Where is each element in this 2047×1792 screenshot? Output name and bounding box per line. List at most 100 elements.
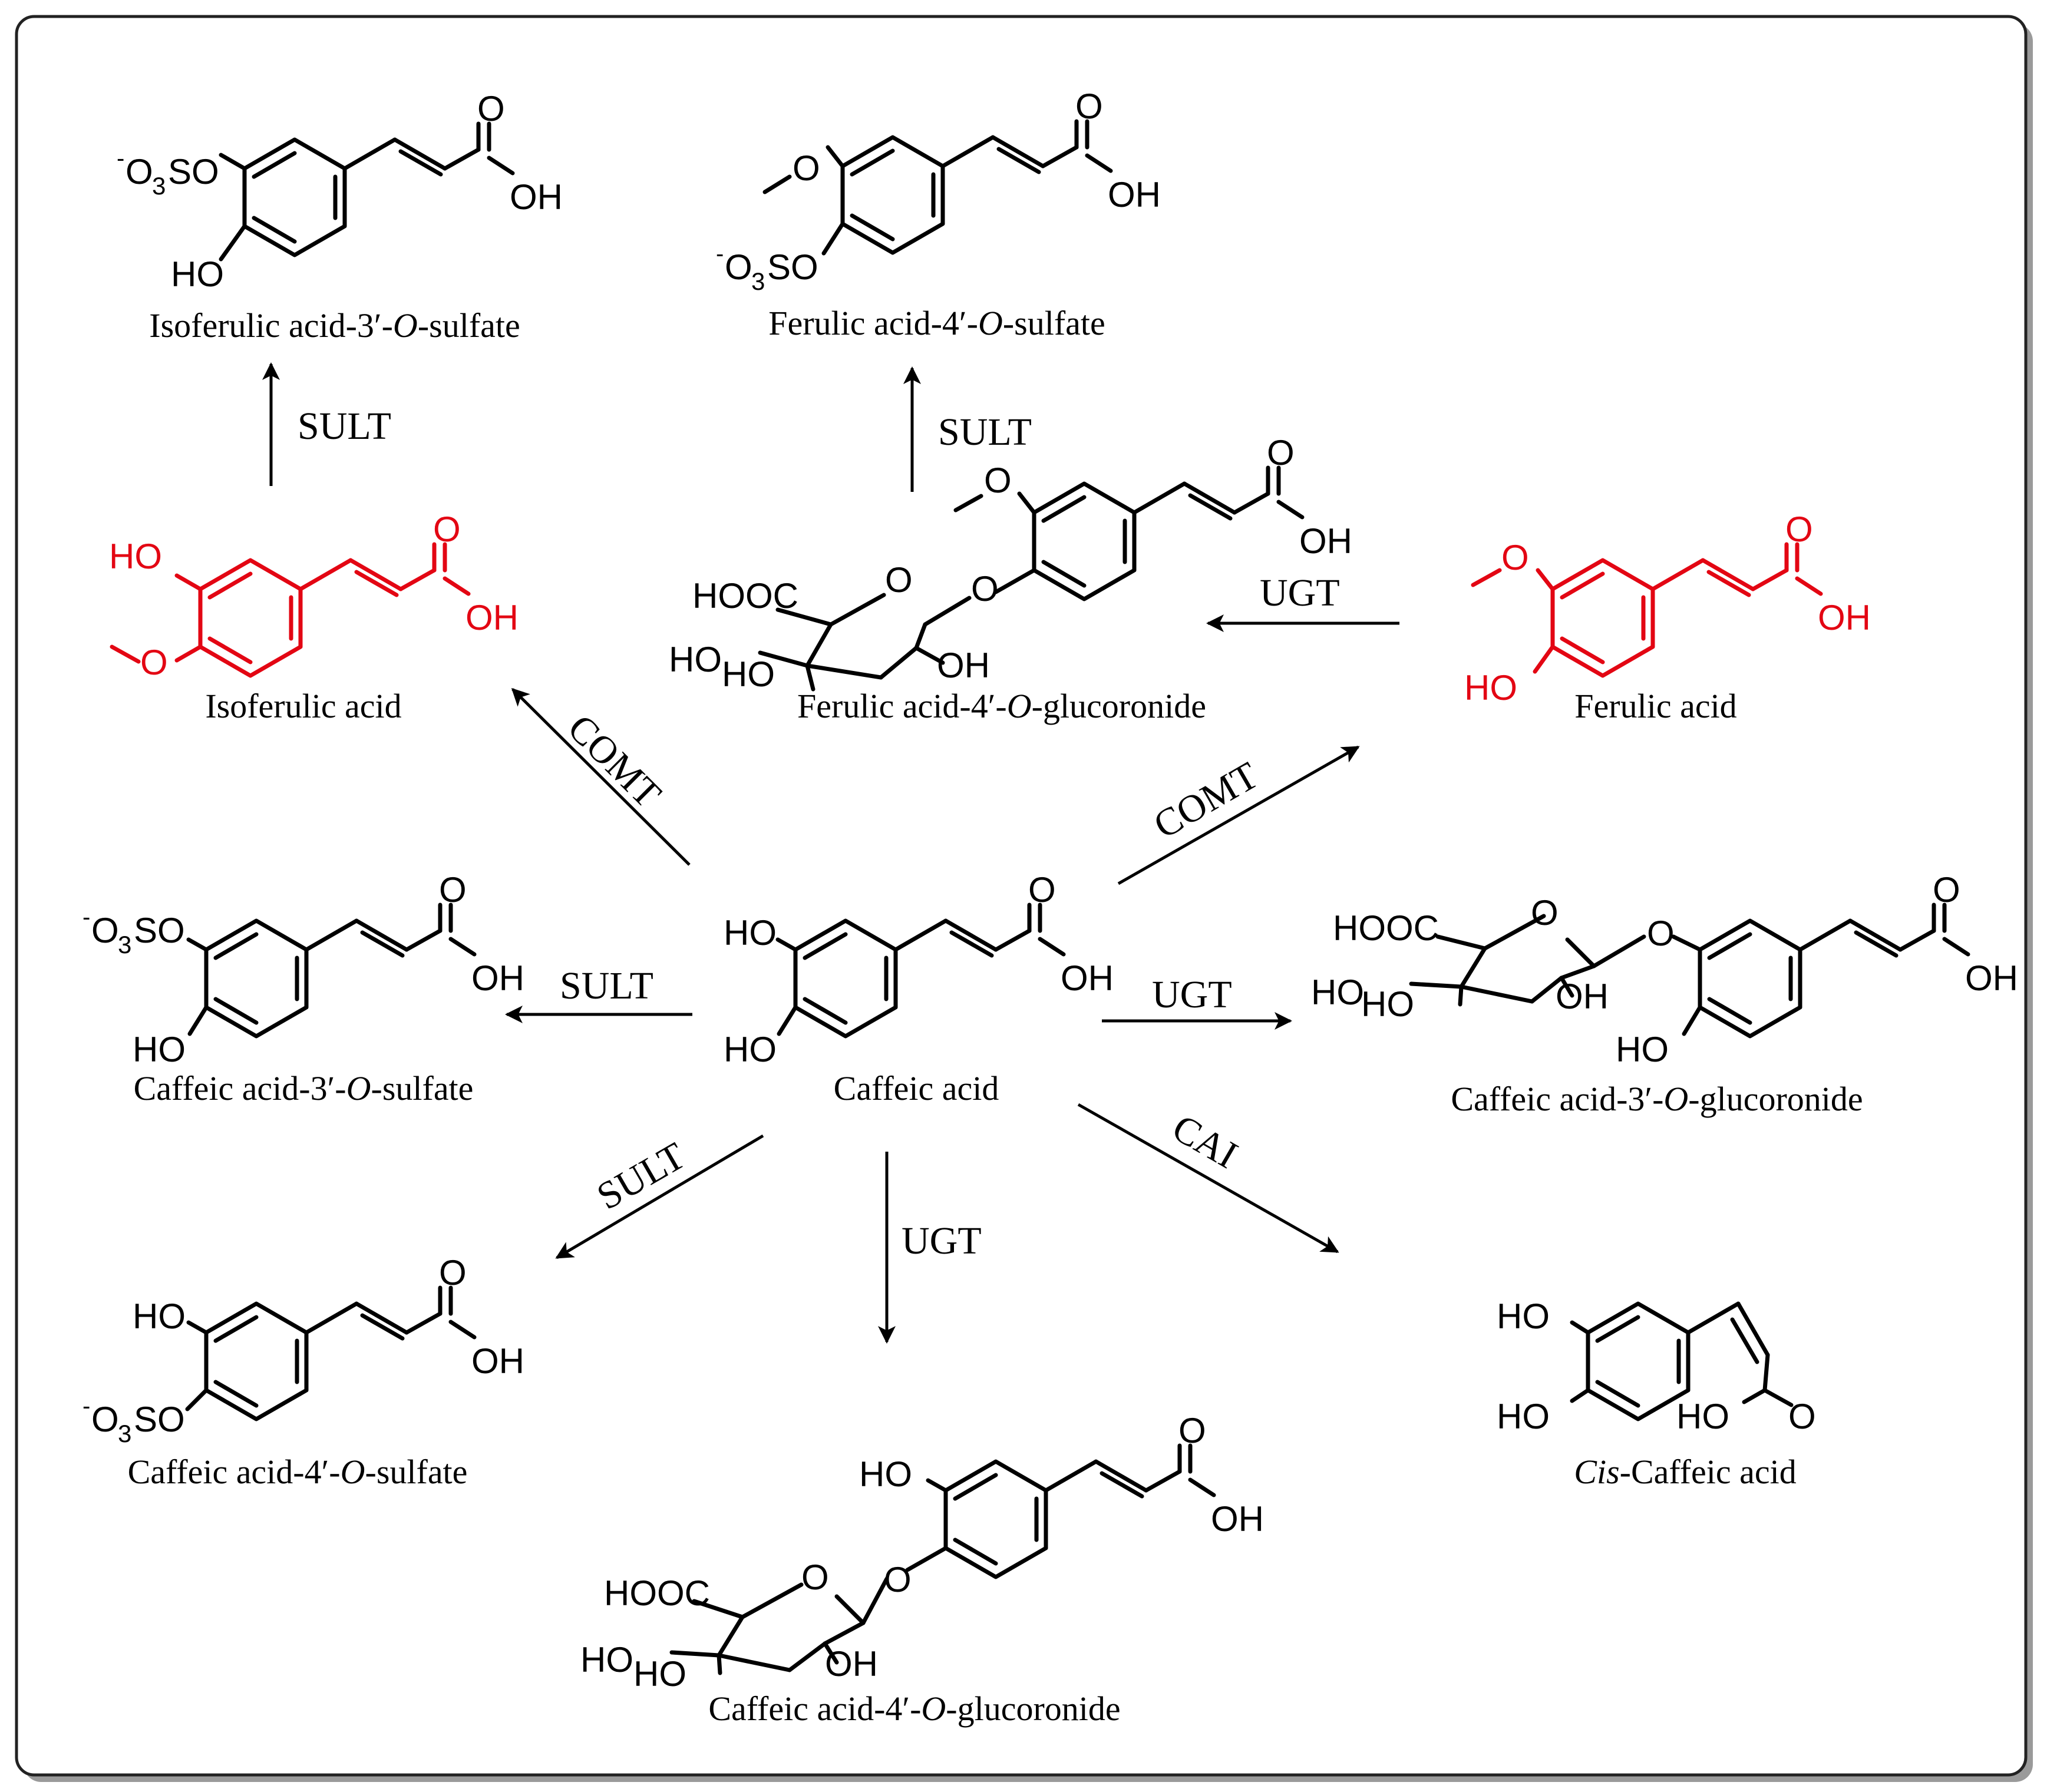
oxo-label: O: [439, 870, 467, 910]
oxo-label: O: [477, 89, 505, 128]
acid-ho-label: HO: [1676, 1397, 1729, 1436]
methoxy-o-label: O: [1501, 538, 1529, 577]
compound-ferulic-acid-4-o-glucuronide: O OH O O O HOOC HO HO OH Ferulic acid-4′…: [669, 433, 1352, 725]
compound-name: Isoferulic acid-3′-O-sulfate: [149, 306, 520, 345]
glycosidic-o-label: O: [971, 569, 999, 609]
compound-caffeic-acid-3-o-sulfate: O OH HO - O 3 SO Caffeic acid-3′-O-sulfa…: [82, 870, 524, 1107]
ho-label: HO: [109, 537, 162, 576]
methoxy-o-label: O: [984, 461, 1012, 500]
compound-name: Isoferulic acid: [205, 687, 401, 725]
hooc-label: HOOC: [692, 576, 798, 616]
o3so-so: SO: [168, 152, 219, 191]
oh-label: OH: [510, 177, 563, 217]
compound-name: Caffeic acid: [834, 1069, 999, 1107]
oxo-label: O: [1075, 87, 1103, 126]
ho-label-2: HO: [1497, 1397, 1550, 1436]
hooc-label: HOOC: [604, 1573, 710, 1613]
reaction-arrows: [262, 362, 1399, 1344]
frame: [15, 15, 2028, 1777]
enzyme-ugt-ferulic: UGT: [1260, 571, 1340, 614]
compound-name: Caffeic acid-4′-O-glucoronide: [708, 1689, 1120, 1728]
oxo-label: O: [1267, 433, 1295, 472]
compound-ferulic-acid: O OH O HO Ferulic acid: [1464, 510, 1871, 725]
o3so-group: - O 3 SO: [82, 904, 185, 958]
o3so-o: O: [725, 247, 752, 287]
oxo-label: O: [439, 1253, 467, 1292]
oxo-label: O: [1028, 870, 1056, 910]
oh-label: OH: [471, 958, 524, 998]
compound-name: Caffeic acid-4′-O-sulfate: [128, 1453, 468, 1491]
sugar-oh-label: OH: [825, 1644, 878, 1684]
compound-ferulic-acid-4-o-sulfate: O OH O - O 3 SO Ferulic acid-4′-O-sulfat…: [716, 87, 1161, 342]
compound-isoferulic-acid-3-o-sulfate: O OH HO - O 3 SO Isoferulic acid-3′-O-su…: [117, 89, 563, 345]
oh-label: OH: [1211, 1499, 1264, 1539]
compound-caffeic-acid: O OH HO HO Caffeic acid: [724, 870, 1114, 1107]
oh-label: OH: [1061, 958, 1114, 998]
ho-label-2: HO: [724, 1030, 777, 1069]
oxo-label: O: [1788, 1397, 1816, 1436]
o3so-subscript: 3: [118, 1420, 131, 1447]
glycosidic-o-label: O: [884, 1560, 912, 1599]
ring-o-label: O: [885, 560, 913, 600]
oh-label: OH: [1108, 175, 1161, 214]
enzyme-sult-caffeic-3: SULT: [560, 964, 653, 1007]
ho-label-1: HO: [1497, 1297, 1550, 1336]
glycosidic-o-label: O: [1647, 914, 1675, 953]
o3so-subscript: 3: [751, 267, 765, 295]
o3so-so: SO: [134, 911, 185, 950]
arrow-caffeic-to-ferulic: [1117, 745, 1360, 885]
compound-name: Ferulic acid-4′-O-glucoronide: [797, 687, 1206, 725]
ho-label-1: HO: [580, 1640, 633, 1679]
o3so-o: O: [126, 152, 153, 191]
ho-label-1: HO: [669, 640, 722, 679]
compound-caffeic-acid-3-o-glucuronide: O OH O O HOOC HO HO OH HO Caffeic acid-3…: [1311, 870, 2018, 1118]
ho-label: HO: [133, 1030, 186, 1069]
o3so-group: - O 3 SO: [82, 1393, 185, 1447]
o3so-o: O: [91, 911, 119, 950]
arrow-caffeic-to-4-sulfate: [555, 1134, 764, 1259]
ho-label: HO: [1464, 668, 1517, 707]
charge-sign: -: [82, 904, 90, 930]
o3so-group: - O 3 SO: [117, 146, 219, 200]
compound-name: Caffeic acid-3′-O-sulfate: [134, 1069, 474, 1107]
compound-caffeic-acid-4-o-sulfate: O OH HO - O 3 SO Caffeic acid-4′-O-sulfa…: [82, 1253, 524, 1491]
ho-label-2: HO: [1361, 984, 1414, 1024]
ring-o-label: O: [801, 1558, 829, 1597]
oh-label: OH: [1818, 598, 1871, 637]
oxo-label: O: [1785, 510, 1813, 549]
oh-label: OH: [1299, 521, 1352, 561]
ho-label-1: HO: [724, 913, 777, 953]
arrow-caffeic-to-cis: [1077, 1103, 1339, 1254]
enzyme-ugt-caffeic-4: UGT: [902, 1219, 982, 1262]
compound-name: Ferulic acid: [1574, 687, 1736, 725]
oh-label: OH: [1965, 958, 2018, 998]
o3so-o: O: [91, 1400, 119, 1439]
methoxy-o-label: O: [140, 643, 168, 682]
compound-cis-caffeic-acid: HO HO HO O Cis-Caffeic acid: [1497, 1297, 1816, 1491]
methoxy-o-label: O: [793, 148, 820, 188]
ho-label: HO: [133, 1297, 186, 1336]
charge-sign: -: [117, 146, 124, 171]
compound-name: Ferulic acid-4′-O-sulfate: [768, 304, 1105, 342]
oh-label: OH: [471, 1341, 524, 1381]
ho-label-2: HO: [633, 1654, 686, 1694]
oxo-label: O: [1178, 1411, 1206, 1450]
sugar-oh-label: OH: [937, 646, 990, 685]
enzyme-sult-ferulic: SULT: [938, 411, 1032, 454]
enzyme-ugt-caffeic-3: UGT: [1152, 973, 1232, 1016]
oxo-label: O: [1933, 870, 1960, 910]
ring-o-label: O: [1531, 893, 1559, 933]
ho-label: HO: [171, 254, 224, 294]
charge-sign: -: [82, 1393, 90, 1419]
arrow-caffeic-to-isoferulic: [511, 687, 691, 866]
compound-name: Caffeic acid-3′-O-glucoronide: [1451, 1080, 1863, 1118]
aryl-ho-label: HO: [859, 1454, 912, 1494]
enzyme-sult-isoferulic: SULT: [298, 405, 391, 448]
compound-name: Cis-Caffeic acid: [1574, 1453, 1796, 1491]
sugar-oh-label: OH: [1556, 977, 1609, 1016]
oh-label: OH: [465, 598, 519, 637]
o3so-group: - O 3 SO: [716, 241, 818, 295]
compound-caffeic-acid-4-o-glucuronide: O OH HO O O HOOC HO HO OH Caffeic acid-4…: [580, 1411, 1264, 1728]
o3so-subscript: 3: [118, 931, 131, 958]
